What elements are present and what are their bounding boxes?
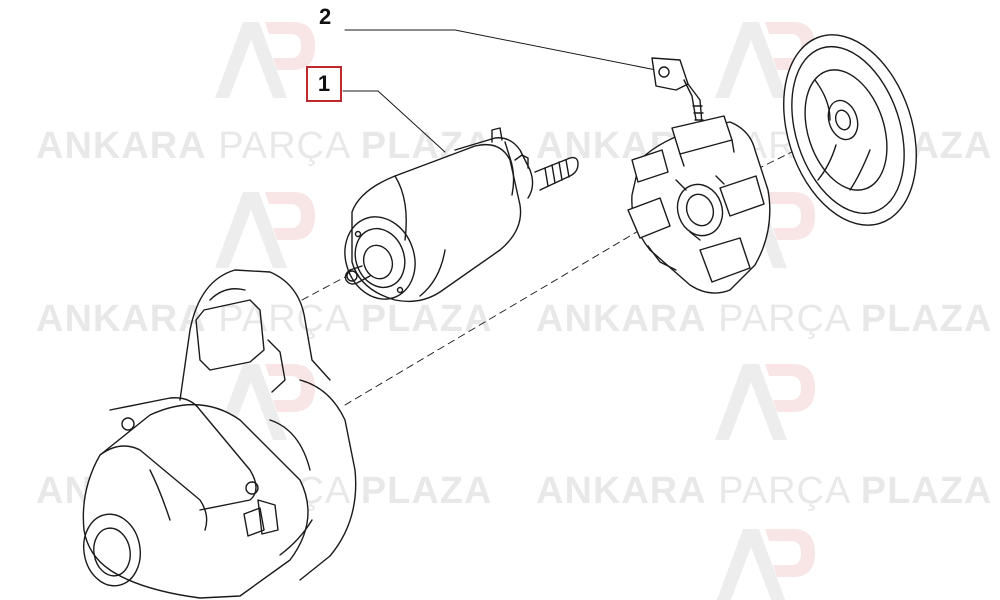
watermark-logo — [716, 529, 815, 600]
callout-1-label: 1 — [317, 71, 331, 96]
leader-line-2 — [344, 29, 657, 71]
brush-holder-part-2 — [627, 57, 771, 294]
callout-1[interactable]: 1 — [306, 66, 342, 102]
leader-line-1 — [342, 90, 446, 153]
callout-2[interactable]: 2 — [319, 6, 331, 28]
callout-2-label: 2 — [319, 4, 332, 29]
leader-lines — [342, 29, 657, 153]
solenoid-part-1 — [344, 127, 579, 303]
watermark-logo — [715, 364, 815, 440]
starter-housing — [82, 269, 357, 599]
watermark-logo — [215, 22, 315, 98]
watermark-logo — [215, 192, 315, 268]
end-cover — [783, 34, 917, 226]
